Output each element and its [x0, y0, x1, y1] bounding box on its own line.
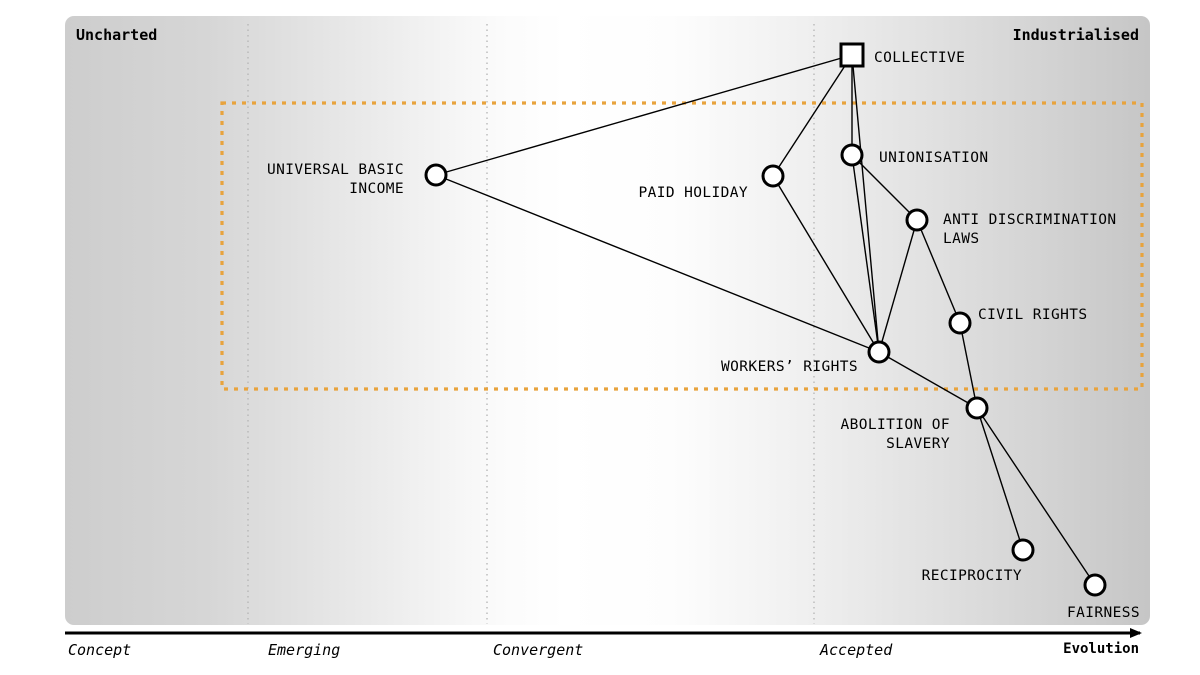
node-unionisation[interactable]: UNIONISATION	[840, 143, 989, 167]
node-label-civil-rights: CIVIL RIGHTS	[978, 307, 1088, 323]
node-label-anti-discrimination-laws-line2: LAWS	[943, 231, 980, 247]
link-universal-basic-income-workers-rights	[435, 174, 880, 353]
map-nodes: COLLECTIVE UNIVERSAL BASIC INCOME UNIONI…	[267, 42, 1140, 621]
map-links	[435, 54, 1096, 586]
node-marker-circle[interactable]	[948, 311, 972, 335]
node-marker-circle[interactable]	[840, 143, 864, 167]
node-label-paid-holiday: PAID HOLIDAY	[638, 185, 748, 201]
axis-tick-concept: Concept	[68, 641, 131, 659]
node-collective[interactable]: COLLECTIVE	[839, 42, 965, 68]
node-marker-circle[interactable]	[905, 208, 929, 232]
node-label-collective: COLLECTIVE	[874, 50, 965, 66]
link-collective-universal-basic-income	[435, 54, 853, 176]
node-label-universal-basic-income-line1: UNIVERSAL BASIC	[267, 162, 404, 178]
link-civil-rights-abolition-of-slavery	[959, 322, 978, 409]
node-abolition-of-slavery[interactable]: ABOLITION OF SLAVERY	[840, 396, 989, 452]
industrialised-label: Industrialised	[1013, 26, 1139, 44]
link-collective-paid-holiday	[772, 54, 853, 177]
node-marker-circle[interactable]	[1083, 573, 1107, 597]
node-marker-circle[interactable]	[761, 164, 785, 188]
node-marker-square[interactable]	[839, 42, 865, 68]
node-marker-circle[interactable]	[965, 396, 989, 420]
node-label-reciprocity: RECIPROCITY	[922, 568, 1022, 584]
node-marker-circle[interactable]	[867, 340, 891, 364]
link-anti-discrimination-laws-workers-rights	[878, 219, 918, 353]
gridlines	[247, 24, 815, 624]
link-collective-workers-rights	[851, 54, 880, 353]
axis-title-evolution: Evolution	[1063, 641, 1139, 657]
node-universal-basic-income[interactable]: UNIVERSAL BASIC INCOME	[267, 162, 448, 197]
uncharted-label: Uncharted	[76, 26, 157, 44]
node-marker-circle[interactable]	[1011, 538, 1035, 562]
node-paid-holiday[interactable]: PAID HOLIDAY	[638, 164, 785, 201]
axis-tick-accepted: Accepted	[819, 641, 893, 659]
node-reciprocity[interactable]: RECIPROCITY	[922, 538, 1035, 584]
link-abolition-of-slavery-fairness	[976, 407, 1096, 586]
link-workers-rights-abolition-of-slavery	[878, 351, 978, 409]
plot-background	[65, 16, 1150, 625]
link-unionisation-workers-rights	[851, 154, 880, 353]
node-label-workers-rights: WORKERS’ RIGHTS	[721, 359, 858, 375]
node-label-anti-discrimination-laws-line1: ANTI DISCRIMINATION	[943, 212, 1116, 228]
axis-tick-emerging: Emerging	[268, 641, 340, 659]
link-anti-discrimination-laws-civil-rights	[916, 219, 961, 324]
annotation-region-box	[220, 101, 1144, 391]
node-label-unionisation: UNIONISATION	[879, 150, 989, 166]
node-label-abolition-of-slavery-line2: SLAVERY	[886, 436, 950, 452]
node-label-fairness: FAIRNESS	[1067, 605, 1140, 621]
node-marker-circle[interactable]	[424, 163, 448, 187]
node-label-universal-basic-income-line2: INCOME	[349, 181, 404, 197]
link-abolition-of-slavery-reciprocity	[976, 407, 1024, 551]
evolution-axis-labels: Concept Emerging Convergent Accepted Evo…	[68, 641, 1139, 659]
link-unionisation-anti-discrimination-laws	[851, 154, 918, 221]
axis-tick-convergent: Convergent	[493, 641, 583, 659]
node-workers-rights[interactable]: WORKERS’ RIGHTS	[721, 340, 891, 375]
node-anti-discrimination-laws[interactable]: ANTI DISCRIMINATION LAWS	[905, 208, 1116, 247]
node-fairness[interactable]: FAIRNESS	[1067, 573, 1140, 621]
node-civil-rights[interactable]: CIVIL RIGHTS	[948, 307, 1088, 335]
node-label-abolition-of-slavery-line1: ABOLITION OF	[840, 417, 950, 433]
link-paid-holiday-workers-rights	[772, 175, 880, 353]
